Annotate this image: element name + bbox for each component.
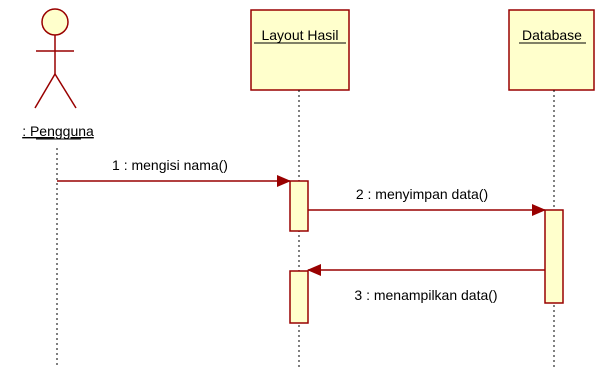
activation-layout-hasil-1 bbox=[289, 180, 309, 232]
actor-label: : Pengguna bbox=[22, 123, 94, 139]
message-label-1: 1 : mengisi nama() bbox=[112, 157, 228, 173]
stick-figure-icon bbox=[34, 8, 77, 109]
object-label-layout-hasil: Layout Hasil bbox=[261, 27, 338, 43]
activation-layout-hasil-2 bbox=[289, 270, 309, 324]
object-database: Database bbox=[508, 9, 595, 91]
actor-pengguna: : Pengguna bbox=[22, 8, 94, 140]
message-label-2: 2 : menyimpan data() bbox=[356, 186, 488, 202]
activation-database bbox=[544, 209, 564, 304]
message-3: 3 : menampilkan data() bbox=[307, 264, 545, 303]
object-layout-hasil: Layout Hasil bbox=[250, 9, 350, 91]
message-1: 1 : mengisi nama() bbox=[57, 157, 291, 187]
message-label-3: 3 : menampilkan data() bbox=[354, 287, 497, 303]
object-label-database: Database bbox=[522, 27, 582, 43]
message-2: 2 : menyimpan data() bbox=[308, 186, 546, 216]
